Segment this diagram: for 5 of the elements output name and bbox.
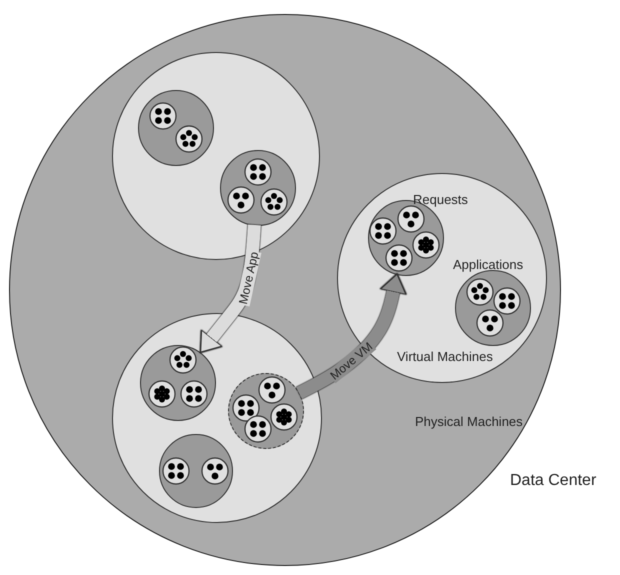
diagram-label: Applications [453, 257, 524, 272]
diagram-label: Physical Machines [415, 414, 523, 429]
diagram-label: Virtual Machines [397, 349, 493, 364]
diagram-label: Requests [413, 192, 468, 207]
diagram-label: Data Center [510, 472, 596, 490]
